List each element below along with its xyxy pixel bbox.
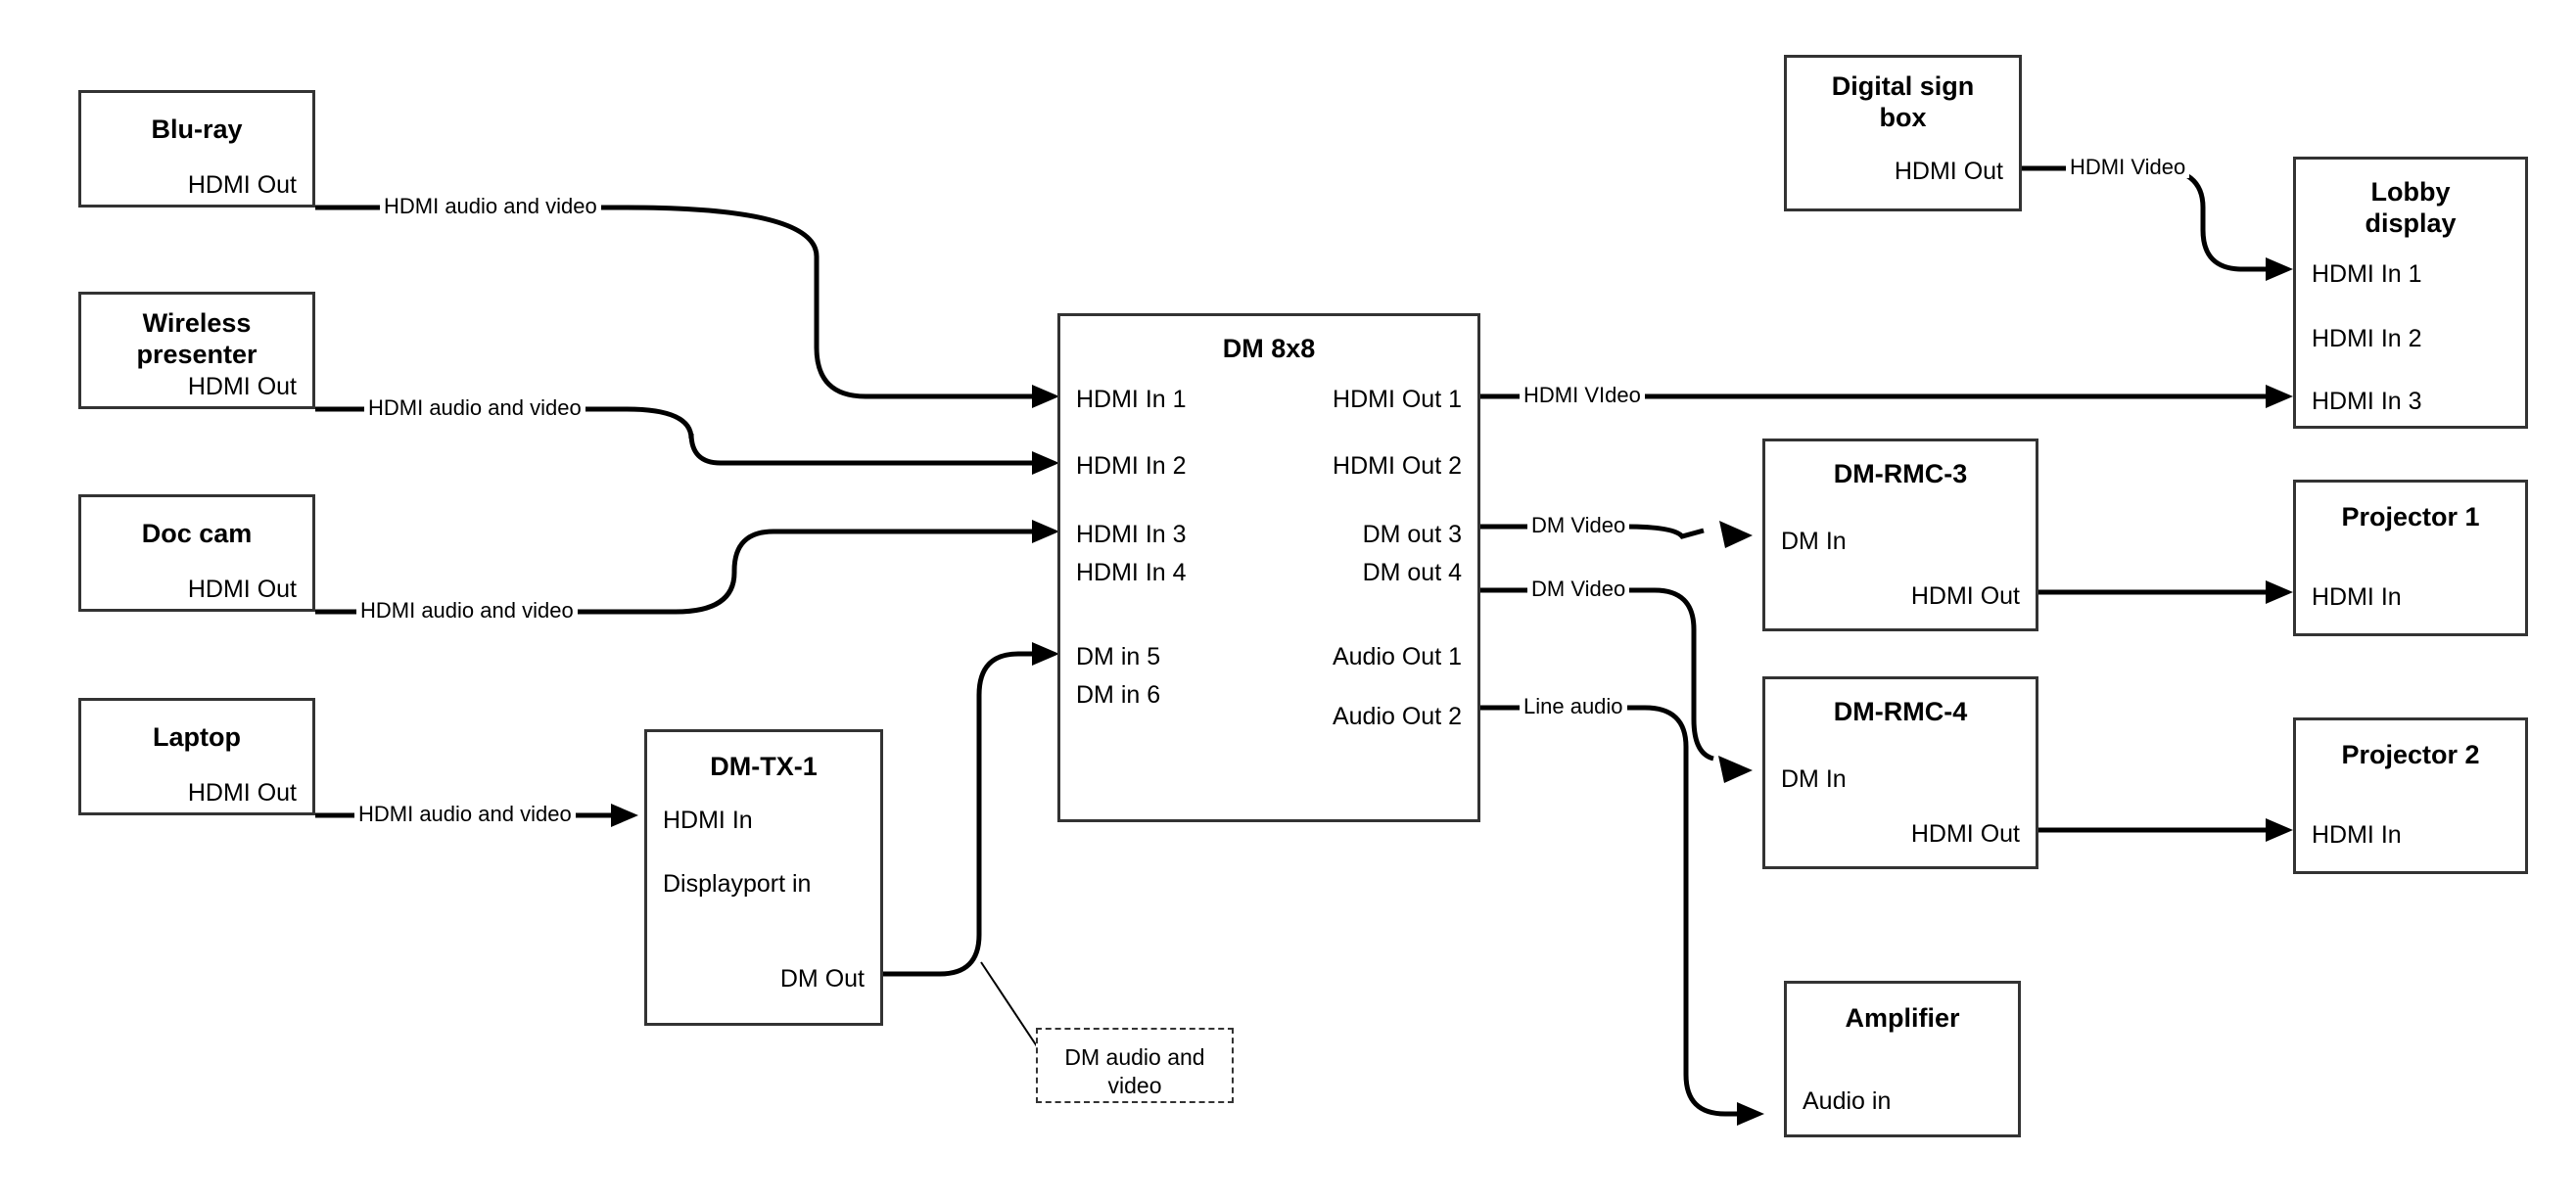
arrowhead-projector2-hdmi-in	[2266, 818, 2293, 842]
port-displayport-in[interactable]: Displayport in	[663, 870, 812, 898]
node-title: Lobby display	[2365, 177, 2457, 238]
port-dm-in[interactable]: DM In	[1781, 765, 1847, 793]
node-dm-tx-1[interactable]: DM-TX-1 HDMI In Displayport in DM Out	[644, 729, 883, 1026]
port-hdmi-out[interactable]: HDMI Out	[1910, 582, 2020, 610]
port-dm-in-5[interactable]: DM in 5	[1076, 643, 1161, 670]
arrowhead-amplifier-audio-in	[1737, 1102, 1764, 1126]
port-hdmi-in-1[interactable]: HDMI In 1	[2312, 260, 2422, 288]
wire-bluray-to-dm8x8	[315, 205, 1048, 399]
arrowhead-projector1-hdmi-in	[2266, 580, 2293, 604]
node-title: Blu-ray	[151, 115, 243, 144]
node-projector-2[interactable]: Projector 2 HDMI In	[2293, 717, 2528, 874]
node-title: Doc cam	[141, 519, 253, 548]
arrowhead-rmc4-dm-in	[1718, 756, 1753, 783]
node-title: Digital sign box	[1831, 71, 1975, 132]
port-dm-in[interactable]: DM In	[1781, 528, 1847, 555]
node-title: Wireless presenter	[136, 308, 258, 369]
port-audio-out-2[interactable]: Audio Out 2	[1332, 703, 1462, 730]
port-hdmi-in-4[interactable]: HDMI In 4	[1076, 559, 1187, 586]
note-text: DM audio and video	[1064, 1044, 1205, 1098]
arrowhead-tx-hdmi-in	[611, 804, 638, 827]
port-hdmi-out-1[interactable]: HDMI Out 1	[1333, 386, 1462, 413]
port-dm-out[interactable]: DM Out	[779, 965, 865, 993]
arrowhead-dm-in-2	[1032, 451, 1059, 475]
arrowhead-rmc3-dm-in	[1719, 521, 1753, 548]
node-projector-1[interactable]: Projector 1 HDMI In	[2293, 480, 2528, 636]
arrowhead-lobby-hdmi-in-1	[2266, 257, 2293, 281]
port-dm-out-3[interactable]: DM out 3	[1362, 521, 1462, 548]
node-lobby-display[interactable]: Lobby display HDMI In 1 HDMI In 2 HDMI I…	[2293, 157, 2528, 429]
node-dm-rmc-4[interactable]: DM-RMC-4 DM In HDMI Out	[1762, 676, 2038, 869]
arrowhead-dm-in-1	[1032, 385, 1059, 408]
port-dm-in-6[interactable]: DM in 6	[1076, 681, 1161, 709]
port-audio-in[interactable]: Audio in	[1803, 1087, 1892, 1115]
edge-label-laptop-to-dmtx1: HDMI audio and video	[354, 804, 576, 825]
node-amplifier[interactable]: Amplifier Audio in	[1784, 981, 2021, 1137]
port-hdmi-in-2[interactable]: HDMI In 2	[2312, 325, 2422, 352]
edge-label-sign-to-lobby: HDMI Video	[2066, 157, 2190, 178]
node-title: Projector 1	[2341, 502, 2480, 531]
node-title: DM-TX-1	[710, 752, 818, 781]
edge-label-audio-out-1: Line audio	[1520, 696, 1627, 717]
edge-label-bluray-to-dm8x8: HDMI audio and video	[380, 196, 601, 217]
node-title: DM-RMC-3	[1833, 459, 1968, 488]
port-hdmi-in-2[interactable]: HDMI In 2	[1076, 452, 1187, 480]
edge-label-wireless-to-dm8x8: HDMI audio and video	[364, 397, 585, 419]
node-bluray[interactable]: Blu-ray HDMI Out	[78, 90, 315, 208]
node-title: DM 8x8	[1222, 334, 1316, 363]
node-laptop[interactable]: Laptop HDMI Out	[78, 698, 315, 815]
wire-sign-to-lobby	[2022, 165, 2281, 272]
node-title: Amplifier	[1845, 1003, 1960, 1033]
port-audio-out-1[interactable]: Audio Out 1	[1332, 643, 1462, 670]
node-title: Laptop	[153, 722, 241, 752]
node-dm-rmc-3[interactable]: DM-RMC-3 DM In HDMI Out	[1762, 439, 2038, 631]
port-hdmi-out[interactable]: HDMI Out	[1894, 158, 2003, 185]
wire-note-leader	[980, 961, 1042, 1053]
note-dm-audio-and-video: DM audio and video	[1036, 1028, 1234, 1103]
port-hdmi-out-2[interactable]: HDMI Out 2	[1333, 452, 1462, 480]
port-hdmi-in[interactable]: HDMI In	[663, 807, 753, 834]
node-digital-sign-box[interactable]: Digital sign box HDMI Out	[1784, 55, 2022, 211]
wire-dmtx1-to-dm8x8	[883, 651, 1048, 977]
node-title: Projector 2	[2341, 740, 2480, 769]
port-hdmi-out[interactable]: HDMI Out	[187, 373, 297, 400]
edge-label-dm-out-3: DM Video	[1527, 515, 1630, 536]
edge-label-doccam-to-dm8x8: HDMI audio and video	[356, 600, 578, 622]
port-hdmi-in-3[interactable]: HDMI In 3	[1076, 521, 1187, 548]
node-dm-8x8[interactable]: DM 8x8 HDMI In 1 HDMI In 2 HDMI In 3 HDM…	[1057, 313, 1480, 822]
node-title: DM-RMC-4	[1833, 697, 1968, 726]
arrowhead-dm-in-3	[1032, 520, 1059, 543]
node-doc-cam[interactable]: Doc cam HDMI Out	[78, 494, 315, 612]
port-hdmi-in-1[interactable]: HDMI In 1	[1076, 386, 1187, 413]
edge-label-dm-hdmi-out-1: HDMI VIdeo	[1520, 385, 1645, 406]
edge-label-dm-out-4: DM Video	[1527, 578, 1630, 600]
port-hdmi-out[interactable]: HDMI Out	[187, 171, 297, 199]
port-hdmi-out[interactable]: HDMI Out	[1910, 820, 2020, 848]
port-hdmi-out[interactable]: HDMI Out	[187, 576, 297, 603]
port-hdmi-out[interactable]: HDMI Out	[187, 779, 297, 807]
port-hdmi-in[interactable]: HDMI In	[2312, 821, 2402, 849]
wire-dm8x8-to-amplifier	[1480, 705, 1753, 1117]
port-hdmi-in-3[interactable]: HDMI In 3	[2312, 388, 2422, 415]
arrowhead-dm-in-5	[1032, 642, 1059, 666]
port-hdmi-in[interactable]: HDMI In	[2312, 583, 2402, 611]
port-dm-out-4[interactable]: DM out 4	[1362, 559, 1462, 586]
wire-dm8x8-to-rmc4	[1480, 587, 1714, 762]
arrowhead-lobby-hdmi-in-3	[2266, 385, 2293, 408]
node-wireless-presenter[interactable]: Wireless presenter HDMI Out	[78, 292, 315, 409]
